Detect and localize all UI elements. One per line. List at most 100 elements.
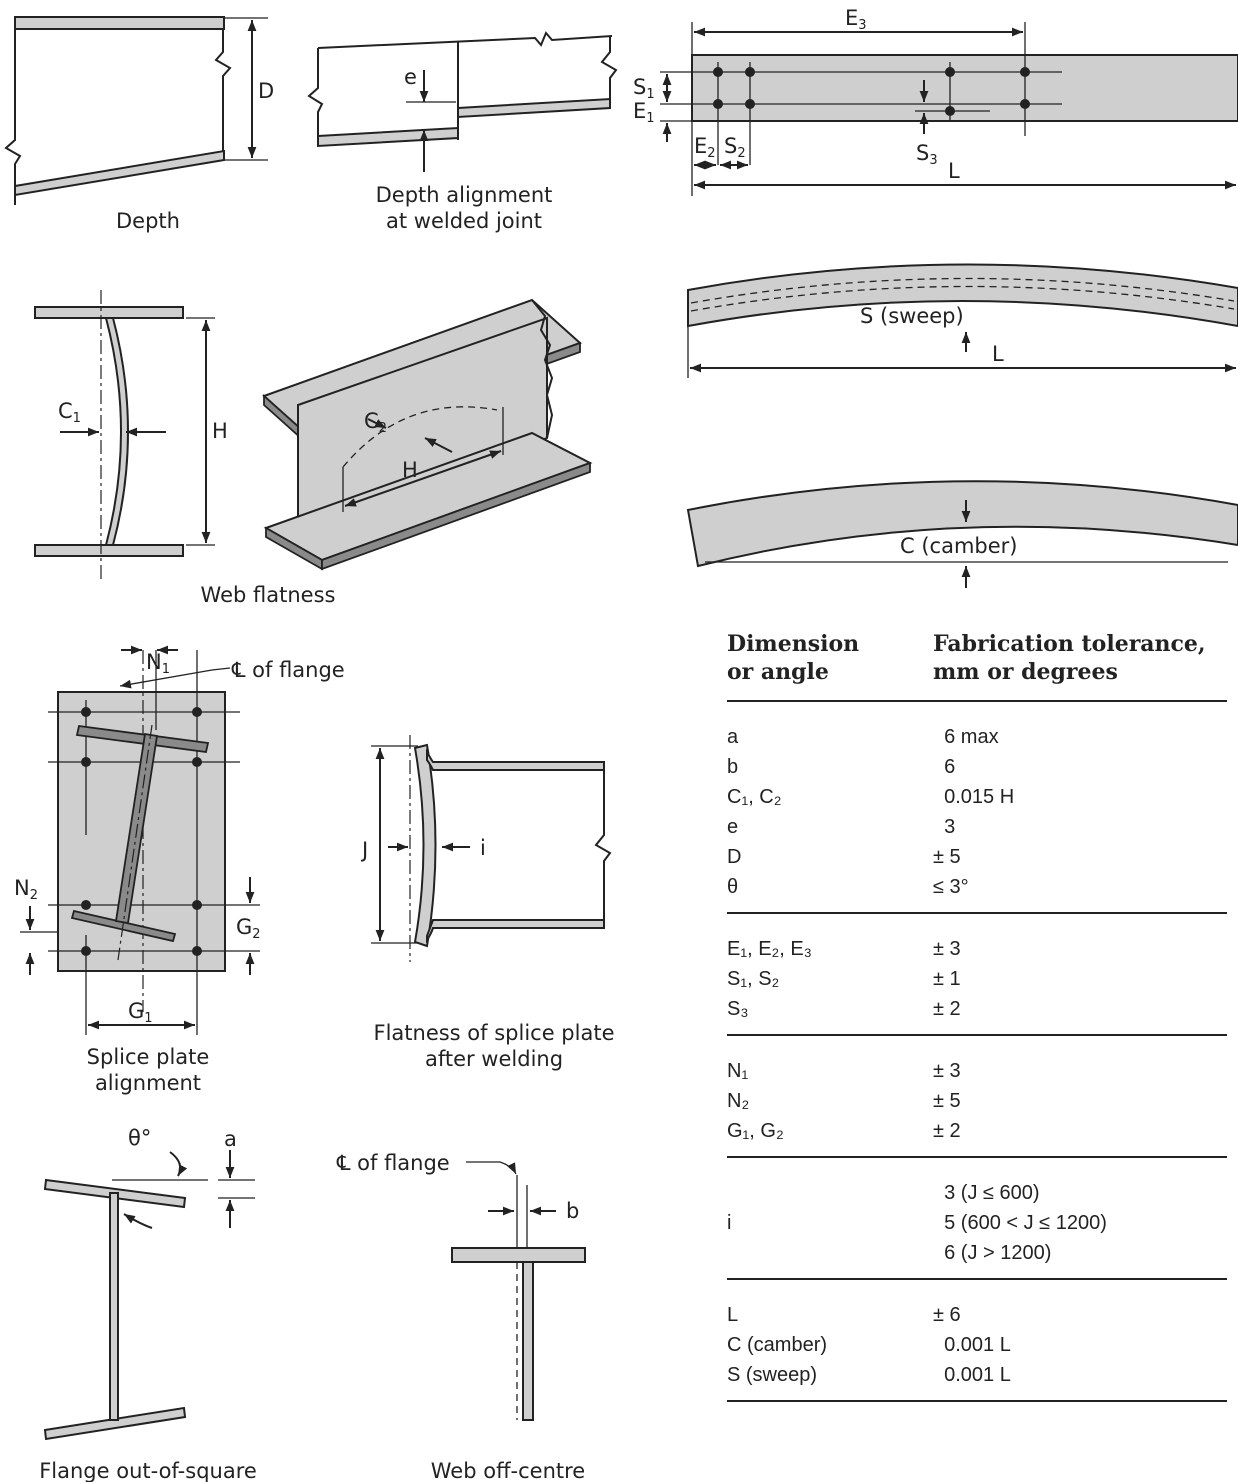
hole-pattern-figure: E3 S1 E1 S3 E2 S2 L bbox=[633, 6, 1238, 196]
label-d: D bbox=[258, 79, 274, 103]
dimension-cell: S₁, S₂ bbox=[727, 968, 780, 990]
dimension-cell: N₂ bbox=[727, 1090, 750, 1112]
camber-figure: C (camber) bbox=[686, 480, 1238, 588]
label-l-sweep: L bbox=[992, 342, 1004, 366]
splice-flatness-figure: J i Flatness of splice plate after weldi… bbox=[360, 735, 615, 1071]
label-theta: θ° bbox=[128, 1126, 151, 1150]
table-row: b 6 bbox=[727, 752, 1227, 782]
depth-figure: D Depth bbox=[4, 16, 274, 233]
table-row: N₁ ± 3 bbox=[727, 1056, 1227, 1086]
table-row: N₂ ± 5 bbox=[727, 1086, 1227, 1116]
table-row: S₃ ± 2 bbox=[727, 994, 1227, 1024]
tolerance-cell: 6 (J > 1200) bbox=[933, 1242, 1052, 1264]
table-row: 6 (J > 1200) bbox=[727, 1238, 1227, 1268]
table-row: L ± 6 bbox=[727, 1300, 1227, 1330]
label-e1: E1 bbox=[633, 99, 655, 126]
table-row: a 6 max bbox=[727, 722, 1227, 752]
caption-web-offcentre: Web off-centre bbox=[431, 1459, 585, 1482]
table-group: 3 (J ≤ 600)i 5 (600 < J ≤ 1200) 6 (J > 1… bbox=[727, 1158, 1227, 1280]
dimension-cell: b bbox=[727, 756, 739, 778]
tolerance-cell: ± 2 bbox=[933, 998, 961, 1020]
table-row: e 3 bbox=[727, 812, 1227, 842]
table-row: E₁, E₂, E₃ ± 3 bbox=[727, 934, 1227, 964]
tolerance-cell: 0.001 L bbox=[933, 1334, 1011, 1356]
dimension-cell: C₁, C₂ bbox=[727, 786, 782, 808]
label-s2: S2 bbox=[724, 134, 746, 161]
web-offcentre-figure: b ℄ of flange Web off-centre bbox=[336, 1151, 586, 1482]
dimension-cell: N₁ bbox=[727, 1060, 749, 1082]
tolerance-cell: ± 5 bbox=[933, 846, 961, 868]
dimension-cell: L bbox=[727, 1304, 739, 1326]
table-row: S₁, S₂ ± 1 bbox=[727, 964, 1227, 994]
table-row: D ± 5 bbox=[727, 842, 1227, 872]
dimension-cell: a bbox=[727, 726, 739, 748]
tolerance-cell: ± 3 bbox=[933, 1060, 961, 1082]
label-l-top: L bbox=[948, 159, 960, 183]
caption-depth: Depth bbox=[116, 209, 180, 233]
label-e3: E3 bbox=[845, 6, 867, 33]
label-h-section: H bbox=[212, 419, 228, 443]
label-s1: S1 bbox=[633, 75, 655, 102]
tolerance-cell: ± 5 bbox=[933, 1090, 961, 1112]
tolerance-cell: 3 bbox=[933, 816, 956, 838]
tolerance-cell: 0.001 L bbox=[933, 1364, 1011, 1386]
label-e: e bbox=[404, 65, 417, 89]
tolerance-cell: ± 3 bbox=[933, 938, 961, 960]
table-row: 3 (J ≤ 600) bbox=[727, 1178, 1227, 1208]
label-e2: E2 bbox=[694, 134, 716, 161]
tolerance-cell: 6 bbox=[933, 756, 956, 778]
dimension-cell bbox=[727, 1238, 933, 1268]
dimension-cell: D bbox=[727, 846, 742, 868]
sweep-figure: L S (sweep) bbox=[687, 263, 1238, 378]
table-row: S (sweep) 0.001 L bbox=[727, 1360, 1227, 1390]
caption-splice-flatness-1: Flatness of splice plate bbox=[374, 1021, 615, 1045]
caption-splice-flatness-2: after welding bbox=[425, 1047, 563, 1071]
table-group: E₁, E₂, E₃ ± 3 S₁, S₂ ± 1 S₃ ± 2 bbox=[727, 914, 1227, 1036]
splice-alignment-figure: N1 ℄ of flange N2 G2 G1 Splice plate ali… bbox=[14, 645, 345, 1095]
table-row: C₁, C₂ 0.015 H bbox=[727, 782, 1227, 812]
dimension-cell: θ bbox=[727, 876, 739, 898]
table-row: θ ≤ 3° bbox=[727, 872, 1227, 902]
caption-flange-square: Flange out-of-square bbox=[39, 1459, 257, 1482]
header-tolerance: Fabrication tolerance,mm or degrees bbox=[933, 631, 1206, 685]
label-n1: N1 bbox=[146, 650, 170, 677]
caption-depth-alignment-2: at welded joint bbox=[386, 209, 542, 233]
label-g1: G1 bbox=[128, 999, 153, 1026]
label-c1: C1 bbox=[58, 399, 81, 426]
depth-alignment-figure: e Depth alignment at welded joint bbox=[307, 31, 618, 233]
tolerance-cell: ± 1 bbox=[933, 968, 961, 990]
dimension-cell: S₃ bbox=[727, 998, 749, 1020]
label-j: J bbox=[360, 838, 368, 862]
table-row: C (camber) 0.001 L bbox=[727, 1330, 1227, 1360]
table-row: G₁, G₂ ± 2 bbox=[727, 1116, 1227, 1146]
label-s3: S3 bbox=[916, 141, 938, 168]
label-a: a bbox=[224, 1127, 237, 1151]
dimension-cell: E₁, E₂, E₃ bbox=[727, 938, 812, 960]
dimension-cell: S (sweep) bbox=[727, 1364, 818, 1386]
caption-web-flatness: Web flatness bbox=[201, 583, 336, 607]
label-sweep: S (sweep) bbox=[860, 304, 964, 328]
label-h-iso: H bbox=[402, 458, 418, 482]
web-flatness-isometric: H C2 Web flatness bbox=[201, 298, 593, 607]
tolerance-cell: 6 max bbox=[933, 726, 999, 748]
table-group: N₁ ± 3 N₂ ± 5 G₁, G₂ ± 2 bbox=[727, 1036, 1227, 1158]
tolerance-cell: ± 6 bbox=[933, 1304, 961, 1326]
caption-splice-alignment-2: alignment bbox=[95, 1071, 201, 1095]
dimension-cell: G₁, G₂ bbox=[727, 1120, 784, 1142]
dimension-cell: i bbox=[727, 1212, 732, 1234]
label-n2: N2 bbox=[14, 876, 38, 903]
tolerance-cell: 0.015 H bbox=[933, 786, 1015, 808]
tolerance-cell: ± 2 bbox=[933, 1120, 961, 1142]
dimension-cell: e bbox=[727, 816, 739, 838]
dimension-cell bbox=[727, 1178, 933, 1208]
tolerance-cell: ≤ 3° bbox=[933, 876, 969, 898]
label-camber: C (camber) bbox=[900, 534, 1017, 558]
caption-depth-alignment-1: Depth alignment bbox=[376, 183, 553, 207]
web-flatness-section: H C1 bbox=[34, 290, 228, 582]
